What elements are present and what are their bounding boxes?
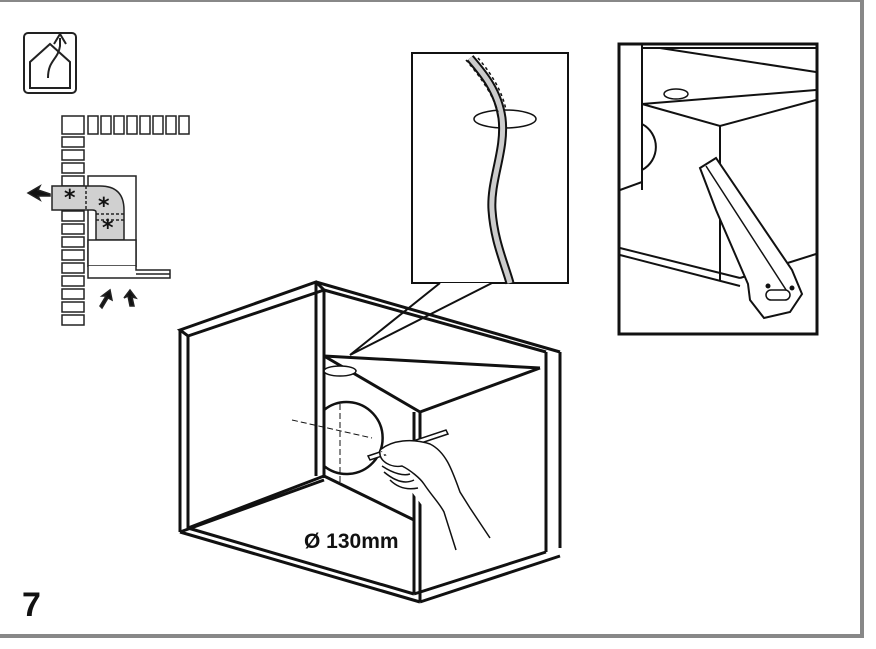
house-exhaust-icon: [23, 32, 77, 94]
hand-with-pencil: [366, 429, 491, 551]
page-border: [0, 0, 864, 638]
step-number: 7: [22, 586, 41, 624]
cabinet-illustration: [176, 280, 562, 604]
ducting-schematic: [26, 115, 190, 326]
ducting-asterisk-elbow: *: [98, 194, 110, 219]
ducting-asterisk-left: *: [64, 186, 76, 211]
ducting-asterisk-bottom: *: [102, 216, 114, 241]
cable-detail-inset: [349, 52, 569, 356]
hole-diameter-label: Ø 130mm: [304, 530, 399, 553]
saw-cut-inset: [617, 42, 819, 336]
